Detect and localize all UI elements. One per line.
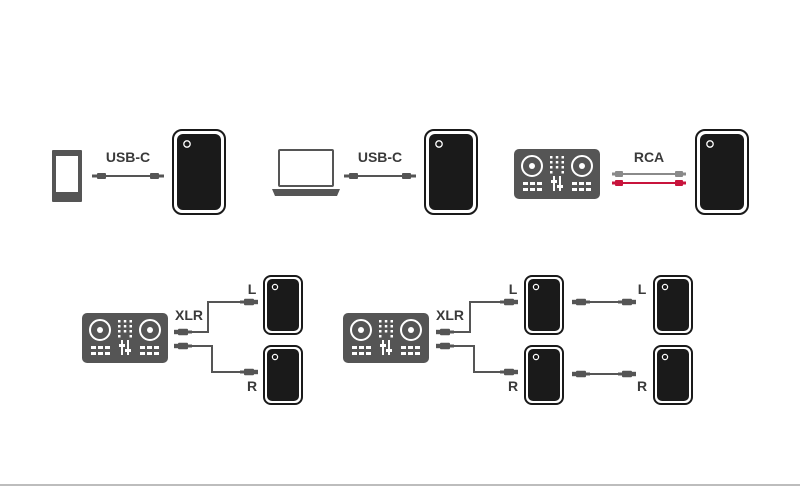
xlr-cable-icon (572, 298, 636, 378)
cable-label-xlr-2: XLR (436, 307, 464, 323)
channel-label-r: R (247, 378, 257, 394)
speaker-icon (653, 345, 693, 405)
xlr-cable-icon (436, 298, 518, 376)
usb-c-cable-icon (92, 173, 164, 179)
cable-label-usb-c-2: USB-C (358, 149, 402, 165)
phone-icon (52, 150, 82, 202)
rca-cable-icon (612, 171, 686, 186)
speaker-icon (524, 345, 564, 405)
cable-label-rca: RCA (634, 149, 664, 165)
speaker-icon (653, 275, 693, 335)
xlr-cable-icon (174, 298, 258, 376)
cable-label-xlr-1: XLR (175, 307, 203, 323)
speaker-icon (172, 129, 226, 215)
speaker-icon (695, 129, 749, 215)
channel-label-l: L (248, 281, 257, 297)
speaker-icon (524, 275, 564, 335)
channel-label-r: R (508, 378, 518, 394)
speaker-icon (424, 129, 478, 215)
channel-label-l: L (509, 281, 518, 297)
usb-c-cable-icon (344, 173, 416, 179)
channel-label-l: L (638, 281, 647, 297)
speaker-icon (263, 345, 303, 405)
speaker-icon (263, 275, 303, 335)
cable-label-usb-c-1: USB-C (106, 149, 150, 165)
bottom-divider (0, 484, 800, 486)
channel-label-r: R (637, 378, 647, 394)
dj-controller-icon (513, 148, 601, 200)
dj-controller-icon (342, 312, 430, 364)
laptop-icon (272, 149, 340, 196)
dj-controller-icon (81, 312, 169, 364)
